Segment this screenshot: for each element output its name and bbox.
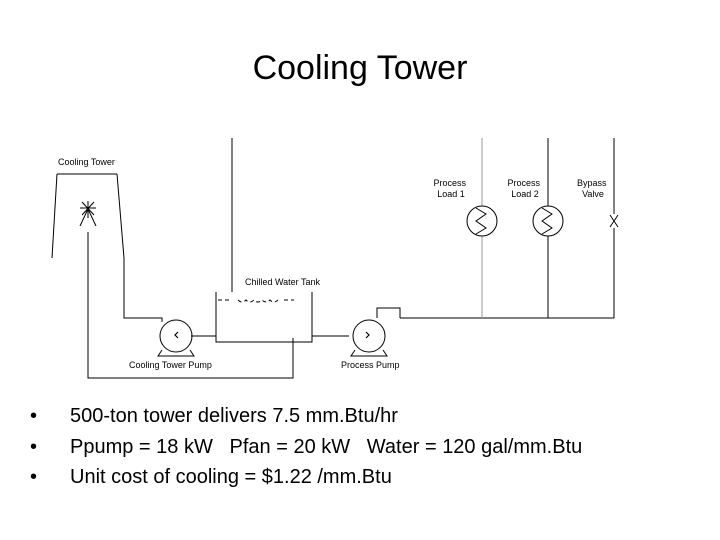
bullet-item: • 500-ton tower delivers 7.5 mm.Btu/hr xyxy=(30,401,582,432)
cooling-tower: Cooling Tower xyxy=(51,157,125,259)
pump-arrow-icon xyxy=(174,331,179,339)
chilled-water-tank: Chilled Water Tank xyxy=(215,277,321,343)
piping xyxy=(87,138,615,379)
bullet-marker: • xyxy=(30,405,38,427)
process-load-2-label: Process Load 2 xyxy=(507,178,542,199)
bullet-item: • Ppump = 18 kW Pfan = 20 kW Water = 120 … xyxy=(30,432,582,463)
valve-icon xyxy=(609,214,619,228)
slide-title: Cooling Tower xyxy=(252,49,468,87)
process-pump-label: Process Pump xyxy=(341,360,400,370)
spray-nozzle-icon xyxy=(79,201,97,227)
bullet-list: • 500-ton tower delivers 7.5 mm.Btu/hr • P… xyxy=(30,401,582,493)
process-load-2: Process Load 2 xyxy=(507,178,564,237)
bullet-marker: • xyxy=(30,466,38,488)
process-load-1: Process Load 1 xyxy=(433,178,498,237)
heat-exchanger-icon xyxy=(475,207,487,235)
bullet-item: • Unit cost of cooling = $1.22 /mm.Btu xyxy=(30,462,582,493)
chilled-water-tank-label: Chilled Water Tank xyxy=(245,277,321,287)
bullet-marker: • xyxy=(30,435,38,458)
bypass-valve-label: Bypass Valve xyxy=(577,178,609,199)
cooling-tower-pump-label: Cooling Tower Pump xyxy=(129,360,212,370)
pump-arrow-icon xyxy=(365,331,370,339)
cooling-tower-label: Cooling Tower xyxy=(58,157,115,167)
process-load-1-label: Process Load 1 xyxy=(433,178,468,199)
bullet-text: Ppump = 18 kW Pfan = 20 kW Water = 120 g… xyxy=(70,435,583,458)
heat-exchanger-icon xyxy=(541,207,553,235)
bullet-text: Unit cost of cooling = $1.22 /mm.Btu xyxy=(70,466,392,488)
bullet-text: 500-ton tower delivers 7.5 mm.Btu/hr xyxy=(70,405,398,427)
process-pump: Process Pump xyxy=(341,319,400,370)
cooling-tower-pump: Cooling Tower Pump xyxy=(129,319,212,370)
bypass-valve: Bypass Valve xyxy=(577,178,619,228)
